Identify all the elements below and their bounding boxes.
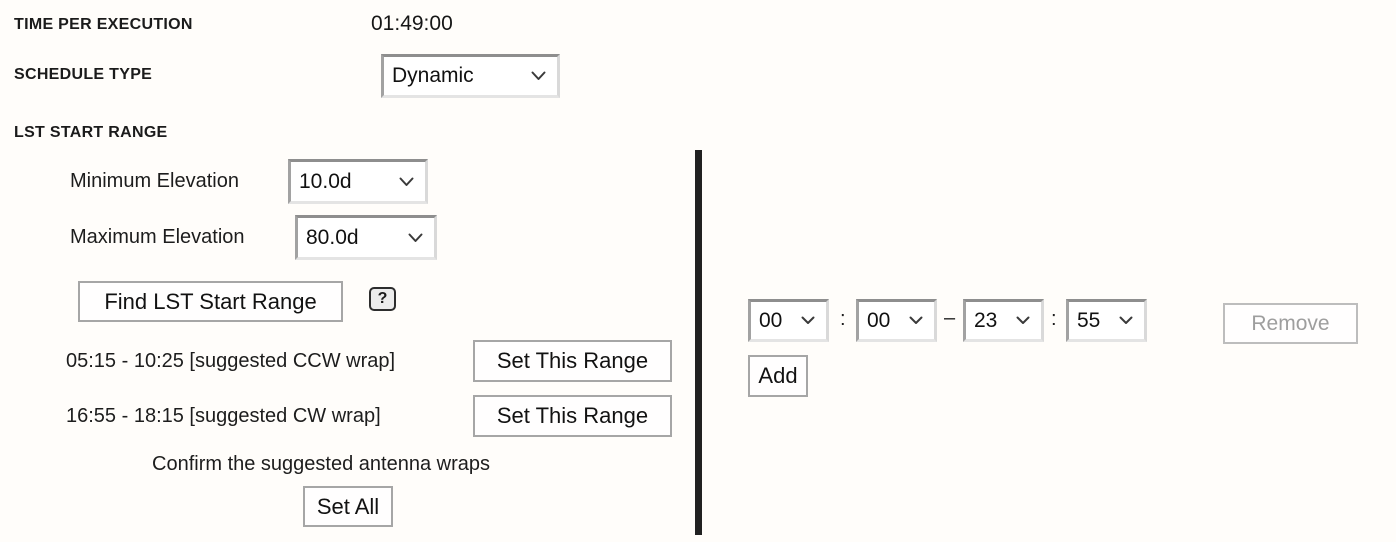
suggested-range-text: 05:15 - 10:25 [suggested CCW wrap]	[66, 350, 396, 372]
maximum-elevation-label: Maximum Elevation	[70, 226, 245, 248]
end-hour-select-value: 23	[974, 308, 998, 332]
maximum-elevation-select-value: 80.0d	[306, 225, 359, 249]
schedule-type-select[interactable]: Dynamic	[381, 54, 560, 98]
range-dash-separator: –	[944, 307, 956, 329]
start-minute-select[interactable]: 00	[856, 299, 937, 342]
time-per-execution-label: TIME PER EXECUTION	[14, 16, 193, 33]
add-button[interactable]: Add	[748, 355, 808, 397]
start-hour-select[interactable]: 00	[748, 299, 829, 342]
minimum-elevation-select-value: 10.0d	[299, 169, 352, 193]
chevron-down-icon	[801, 316, 815, 325]
lst-start-range-title: LST START RANGE	[14, 124, 168, 141]
chevron-down-icon	[1016, 316, 1030, 325]
chevron-down-icon	[399, 177, 414, 187]
end-minute-select-value: 55	[1077, 308, 1101, 332]
start-hour-select-value: 00	[759, 308, 783, 332]
find-lst-start-range-button[interactable]: Find LST Start Range	[78, 281, 343, 322]
set-this-range-button-1[interactable]: Set This Range	[473, 340, 672, 382]
schedule-type-select-value: Dynamic	[392, 64, 474, 87]
schedule-type-label: SCHEDULE TYPE	[14, 66, 153, 83]
minimum-elevation-label: Minimum Elevation	[70, 170, 239, 192]
chevron-down-icon	[909, 316, 923, 325]
remove-button[interactable]: Remove	[1223, 303, 1358, 344]
chevron-down-icon	[531, 71, 546, 81]
end-minute-select[interactable]: 55	[1066, 299, 1147, 342]
time-per-execution-value: 01:49:00	[371, 12, 453, 35]
vertical-divider	[695, 150, 702, 535]
chevron-down-icon	[1119, 316, 1133, 325]
maximum-elevation-select[interactable]: 80.0d	[295, 215, 437, 260]
start-minute-select-value: 00	[867, 308, 891, 332]
set-all-button[interactable]: Set All	[303, 486, 393, 527]
set-this-range-button-2[interactable]: Set This Range	[473, 395, 672, 437]
confirm-wraps-text: Confirm the suggested antenna wraps	[152, 453, 490, 475]
minimum-elevation-select[interactable]: 10.0d	[288, 159, 428, 204]
time-colon-separator: :	[840, 308, 846, 330]
suggested-range-text: 16:55 - 18:15 [suggested CW wrap]	[66, 405, 381, 427]
end-hour-select[interactable]: 23	[963, 299, 1044, 342]
time-colon-separator: :	[1051, 308, 1057, 330]
help-icon[interactable]: ?	[369, 287, 396, 311]
chevron-down-icon	[408, 233, 423, 243]
